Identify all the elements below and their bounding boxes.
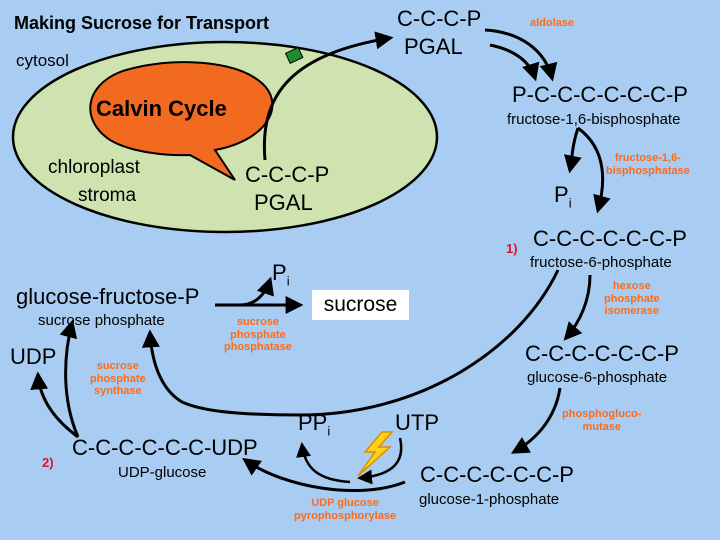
sucrose-phosphate-name: sucrose phosphate: [38, 312, 165, 329]
arrow-aldolase-1: [484, 28, 558, 82]
f6p-formula: C-C-C-C-C-C-P: [533, 226, 687, 251]
calvin-cycle-label: Calvin Cycle: [96, 96, 227, 121]
step-number-2: 2): [42, 455, 54, 470]
cytosol-label: cytosol: [16, 51, 69, 70]
pi-1: Pi: [554, 182, 572, 211]
step-number-1: 1): [506, 241, 518, 256]
g6p-formula: C-C-C-C-C-C-P: [525, 341, 679, 366]
g1p-formula: C-C-C-C-C-C-P: [420, 462, 574, 487]
fbp-name: fructose-1,6-bisphosphate: [507, 111, 681, 128]
enzyme-aldolase: aldolase: [530, 17, 575, 29]
arrow-to-f6p: [577, 126, 611, 214]
arrow-release-pi-2: [239, 276, 274, 307]
stroma-label-line2: stroma: [78, 185, 137, 206]
udp-glucose-name: UDP-glucose: [118, 464, 207, 481]
f6p-name: fructose-6-phosphate: [530, 254, 672, 271]
page-title: Making Sucrose for Transport: [14, 13, 270, 33]
enzyme-synthase: sucrose phosphate synthase: [90, 360, 146, 398]
enzyme-isomerase: hexose phosphate isomerase: [604, 280, 660, 318]
arrow-aldolase-2: [489, 43, 540, 82]
g1p-name: glucose-1-phosphate: [419, 491, 560, 508]
g6p-name: glucose-6-phosphate: [527, 369, 668, 386]
stroma-label-line1: chloroplast: [48, 157, 140, 178]
arrow-to-g6p: [563, 274, 592, 341]
arrow-to-udp-glucose: [242, 457, 406, 492]
arrow-release-ppi: [296, 442, 351, 484]
udp-label: UDP: [10, 344, 57, 369]
membrane-transporter: [284, 46, 304, 65]
arrow-to-g1p: [510, 387, 562, 454]
sucrose-box: sucrose: [312, 290, 409, 320]
arrow-release-pi-1: [563, 127, 582, 174]
sucrose-phosphate-formula: glucose-fructose-P: [16, 284, 200, 309]
pi-2: Pi: [272, 260, 290, 289]
enzyme-mutase: phosphogluco- mutase: [562, 408, 642, 433]
ppi-label: PPi: [298, 410, 331, 439]
arrow-to-sucrose-phosphate: [59, 319, 80, 438]
arrow-release-udp: [30, 371, 79, 439]
udp-glucose-formula: C-C-C-C-C-C-UDP: [72, 435, 258, 460]
enzyme-pyrophosphorylase: UDP glucose pyrophosphorylase: [294, 497, 397, 522]
arrow-export-pgal: [262, 31, 394, 161]
pgal-name: PGAL: [404, 34, 463, 59]
arrow-f6p-to-synthase: [141, 269, 560, 417]
pgal-formula: C-C-C-P: [397, 6, 482, 31]
enzyme-phosphatase: sucrose phosphate phosphatase: [224, 316, 292, 354]
fbp-formula: P-C-C-C-C-C-C-P: [512, 82, 688, 107]
enzyme-fbpase: fructose-1,6- bisphosphatase: [606, 152, 690, 177]
utp-label: UTP: [395, 410, 439, 435]
stroma-pgal-name: PGAL: [254, 190, 313, 215]
stroma-pgal-formula: C-C-C-P: [245, 162, 330, 187]
arrow-utp-in: [357, 437, 403, 485]
lightning-icon: [357, 431, 394, 477]
